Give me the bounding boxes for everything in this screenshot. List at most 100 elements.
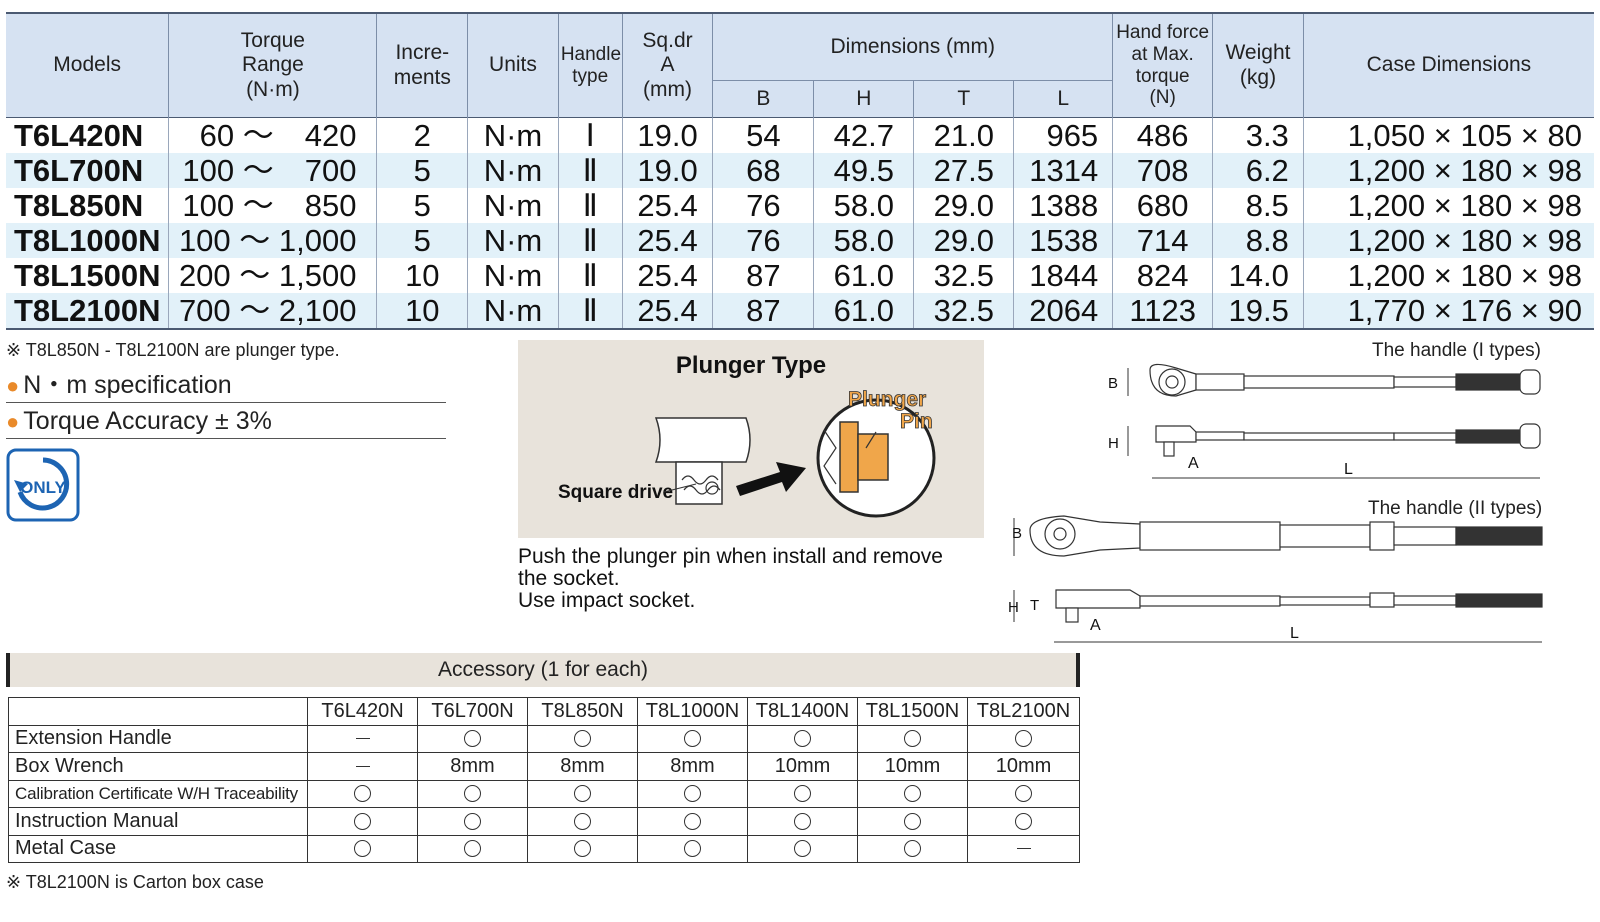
cell-handle: Ⅱ [557, 223, 623, 258]
included-circle-icon [967, 807, 1080, 836]
cell-case: 1,200 × 180 × 98 [1302, 188, 1594, 223]
cell-case: 1,050 × 105 × 80 [1302, 117, 1594, 153]
cell-case: 1,200 × 180 × 98 [1302, 223, 1594, 258]
spec-table: Models Torque Range (N·m) Incre- ments U… [6, 12, 1594, 330]
cell-force: 824 [1112, 258, 1213, 293]
cell-h: 61.0 [813, 258, 914, 293]
cell-case: 1,770 × 176 × 90 [1302, 293, 1594, 330]
accessory-value: 10mm [857, 752, 968, 781]
cell-weight: 3.3 [1212, 117, 1304, 153]
header-dim-h: H [813, 80, 915, 118]
cell-range: 100 ～ 700 [168, 153, 377, 188]
included-circle-icon [417, 779, 528, 808]
not-included-dash-icon [307, 724, 418, 753]
cell-sqdr: 25.4 [621, 188, 713, 223]
cell-l: 1538 [1013, 223, 1113, 258]
cell-range: 100 ～ 850 [168, 188, 377, 223]
accessory-item: Calibration Certificate W/H Traceability [8, 779, 308, 808]
included-circle-icon [747, 724, 858, 753]
cell-t: 32.5 [913, 258, 1014, 293]
dim-t-label-2: T [1030, 597, 1039, 614]
header-hand-force: Hand force at Max. torque (N) [1112, 12, 1214, 118]
dim-b-label-1: B [1108, 375, 1118, 392]
included-circle-icon [417, 724, 528, 753]
accessory-footnote: ※ T8L2100N is Carton box case [6, 872, 264, 892]
cell-case: 1,200 × 180 × 98 [1302, 258, 1594, 293]
accessory-col-header: T8L1400N [747, 697, 858, 726]
cell-t: 27.5 [913, 153, 1014, 188]
cell-h: 49.5 [813, 153, 914, 188]
cell-units: N·m [467, 293, 559, 330]
cell-l: 2064 [1013, 293, 1113, 330]
cell-force: 1123 [1112, 293, 1213, 330]
dim-l-label-1: L [1344, 461, 1353, 478]
cell-case: 1,200 × 180 × 98 [1302, 153, 1594, 188]
cell-force: 680 [1112, 188, 1213, 223]
header-dimensions: Dimensions (mm) [712, 12, 1114, 81]
included-circle-icon [637, 724, 748, 753]
included-circle-icon [417, 807, 528, 836]
cell-model: T8L850N [14, 188, 144, 223]
included-circle-icon [637, 779, 748, 808]
cell-range: 700 ～ 2,100 [168, 293, 377, 330]
header-dim-t: T [913, 80, 1015, 118]
cell-inc: 5 [376, 153, 468, 188]
included-circle-icon [417, 834, 528, 863]
dim-a-label-1: A [1188, 455, 1199, 472]
header-weight: Weight (kg) [1212, 12, 1304, 118]
dim-l-label-2: L [1290, 625, 1299, 642]
accessory-item: Extension Handle [8, 724, 308, 753]
svg-text:ONLY: ONLY [20, 478, 66, 497]
dim-h-label-2: H [1008, 599, 1019, 616]
handle-type-1-label: The handle (I types) [1372, 340, 1541, 361]
header-sq-dr: Sq.dr A (mm) [621, 12, 714, 118]
cell-sqdr: 25.4 [621, 258, 713, 293]
cell-inc: 10 [376, 258, 468, 293]
only-badge-icon: ONLY [6, 448, 80, 522]
header-models: Models [6, 12, 170, 118]
included-circle-icon [857, 834, 968, 863]
cell-force: 714 [1112, 223, 1213, 258]
not-included-dash-icon [967, 834, 1080, 863]
cell-units: N·m [467, 258, 559, 293]
accessory-col-header: T6L420N [307, 697, 418, 726]
cell-weight: 19.5 [1212, 293, 1304, 330]
cell-force: 486 [1112, 117, 1213, 153]
cell-handle: Ⅱ [557, 188, 623, 223]
cell-model: T8L1500N [14, 258, 161, 293]
accessory-value: 10mm [967, 752, 1080, 781]
cell-model: T8L2100N [6, 293, 169, 330]
accessory-row: Metal Case [8, 834, 1080, 863]
cell-l: 965 [1013, 117, 1113, 153]
cell-sqdr: 19.0 [621, 117, 713, 153]
wrench-drawing-svg: B H A L B [1008, 363, 1543, 643]
square-drive-label: Square drive [558, 482, 673, 503]
cell-b: 87 [712, 293, 814, 330]
cell-units: N·m [467, 153, 559, 188]
included-circle-icon [857, 779, 968, 808]
handle-type-2-label: The handle (II types) [1368, 498, 1543, 519]
cell-handle: Ⅱ [557, 258, 623, 293]
bullet-icon: ● [6, 373, 20, 398]
cell-model: T8L1000N [6, 223, 169, 258]
cell-units: N·m [467, 188, 559, 223]
cell-b: 76 [712, 188, 814, 223]
header-case-dimensions: Case Dimensions [1302, 12, 1594, 118]
cell-sqdr: 25.4 [621, 223, 713, 258]
header-dim-l: L [1013, 80, 1114, 118]
accessory-item: Box Wrench [8, 752, 308, 781]
cell-b: 87 [712, 258, 814, 293]
cell-b: 68 [712, 153, 814, 188]
cell-h: 61.0 [813, 293, 914, 330]
plunger-type-panel: Plunger Type Plunger Pin Square drive [518, 340, 984, 538]
cell-h: 42.7 [813, 117, 914, 153]
plunger-type-note: ※ T8L850N - T8L2100N are plunger type. [6, 340, 340, 360]
accessory-row: Extension Handle [8, 724, 1080, 753]
accessory-col-header: T8L2100N [967, 697, 1080, 726]
